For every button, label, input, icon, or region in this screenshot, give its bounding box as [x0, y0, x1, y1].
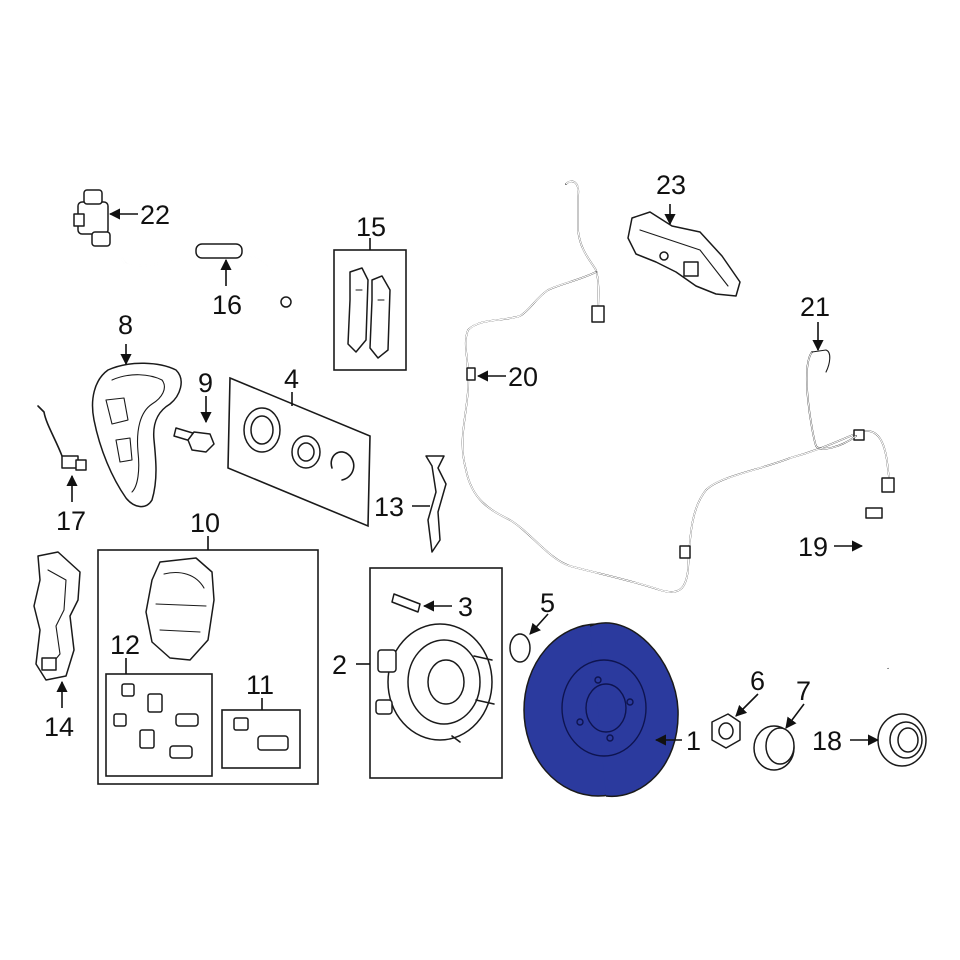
callout-22: 22 — [140, 200, 170, 230]
callout-13: 13 — [374, 492, 404, 522]
part-16-hose — [120, 243, 292, 308]
part-18-seal — [877, 713, 927, 767]
part-14-caliper-bracket — [33, 551, 81, 681]
part-19-hose — [857, 507, 903, 669]
callout-10: 10 — [190, 508, 220, 538]
callout-21: 21 — [800, 292, 830, 322]
part-17-sensor — [37, 405, 87, 471]
callout-14: 14 — [44, 712, 74, 742]
callout-16: 16 — [212, 290, 242, 320]
callout-labels: 22 16 15 23 20 21 8 9 4 17 13 19 10 12 1… — [44, 170, 842, 756]
callout-5: 5 — [540, 588, 555, 618]
part-11-pin-kit — [221, 709, 301, 769]
part-13-clip — [425, 455, 447, 553]
part-9-bolt — [173, 427, 215, 453]
callout-15: 15 — [356, 212, 386, 242]
part-21-line — [806, 349, 857, 450]
part-22-sensor — [73, 189, 111, 247]
callout-12: 12 — [110, 630, 140, 660]
part-12-pin-kit — [105, 673, 213, 777]
callout-23: 23 — [656, 170, 686, 200]
callout-11: 11 — [246, 670, 274, 700]
part-8-dust-shield — [91, 362, 182, 508]
part-5-seal — [509, 633, 531, 663]
callout-2: 2 — [332, 650, 347, 680]
callout-1: 1 — [686, 726, 701, 756]
part-10-caliper-kit — [97, 549, 319, 785]
callout-3: 3 — [458, 592, 473, 622]
callout-7: 7 — [796, 676, 811, 706]
callout-18: 18 — [812, 726, 842, 756]
part-1-brake-rotor — [523, 622, 679, 798]
part-6-nut — [711, 713, 741, 749]
callout-19: 19 — [798, 532, 828, 562]
callout-6: 6 — [750, 666, 765, 696]
part-2-hub-assembly — [369, 567, 503, 779]
callout-17: 17 — [56, 506, 86, 536]
part-15-brake-pads — [333, 249, 407, 371]
part-7-cap — [753, 725, 795, 771]
leader-lines — [56, 204, 880, 746]
part-4-bearing-set — [227, 376, 371, 528]
callout-20: 20 — [508, 362, 538, 392]
callout-9: 9 — [198, 368, 213, 398]
part-20-brake-line — [461, 180, 895, 593]
callout-4: 4 — [284, 364, 299, 394]
callout-8: 8 — [118, 310, 133, 340]
part-23-bracket — [627, 211, 741, 297]
